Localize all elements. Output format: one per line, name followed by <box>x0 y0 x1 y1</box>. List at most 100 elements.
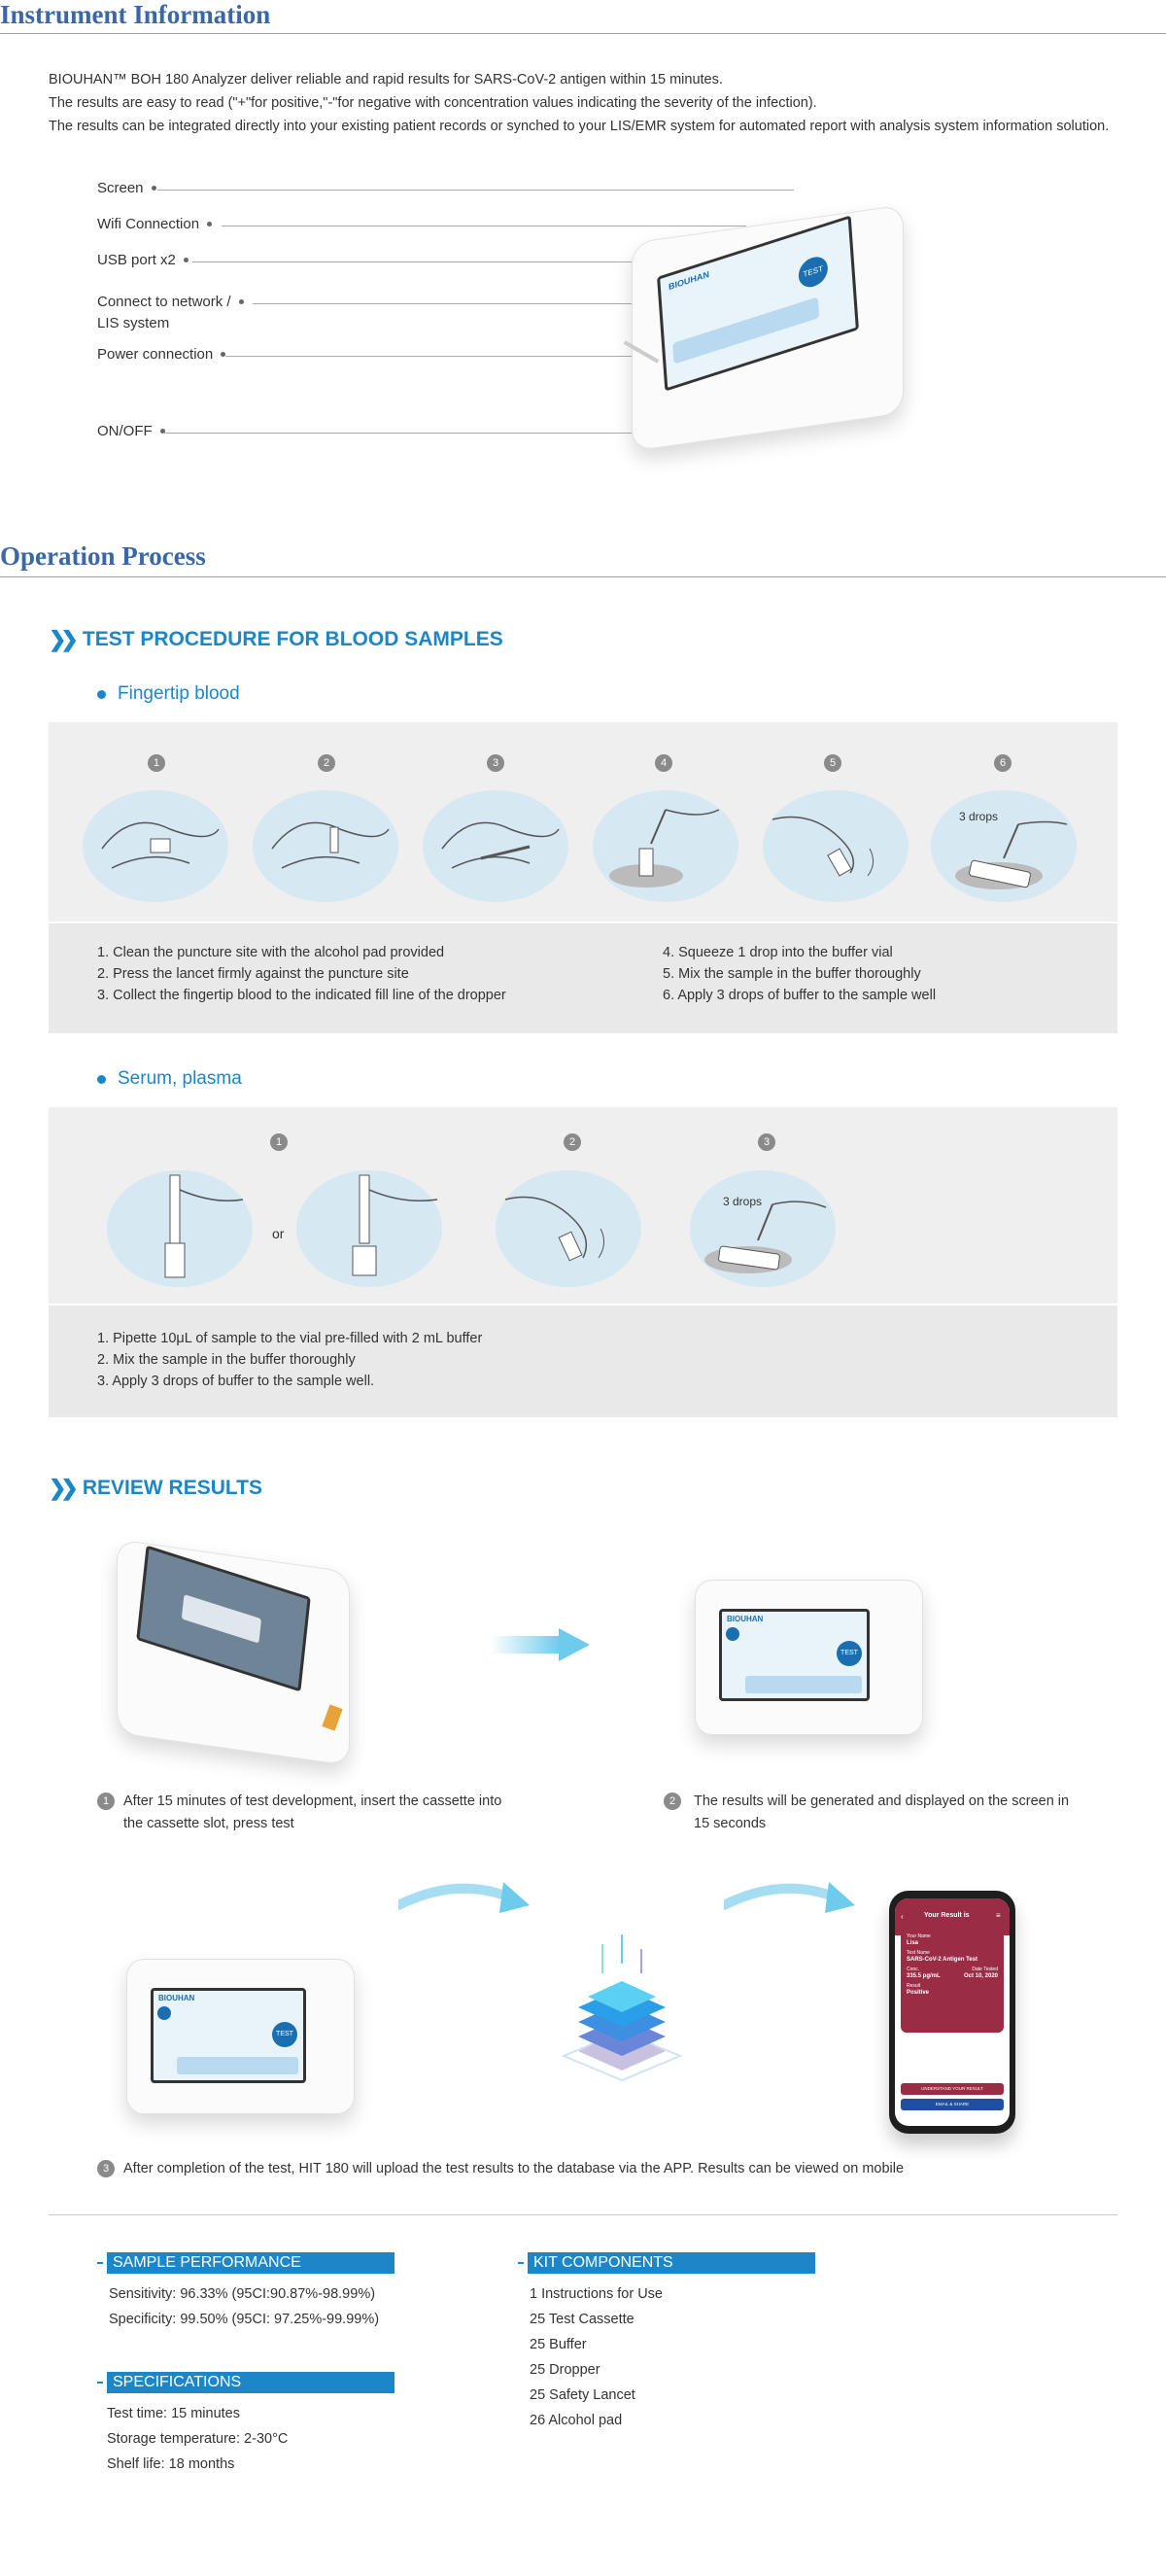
step-text: After 15 minutes of test development, in… <box>123 1793 502 1809</box>
spec-line: Specificity: 99.50% (95CI: 97.25%-99.99%… <box>109 2312 380 2327</box>
leader-line <box>253 303 656 304</box>
step-text: 6. Apply 3 drops of buffer to the sample… <box>663 988 937 1003</box>
operation-title: Operation Process <box>0 541 206 571</box>
spec-line: Sensitivity: 96.33% (95CI:90.87%-98.99%) <box>109 2286 376 2302</box>
leader-line <box>225 356 653 357</box>
step-text: The results will be generated and displa… <box>694 1793 1070 1809</box>
double-chevron-icon: ❯❯ <box>49 1476 79 1500</box>
analyzer-insert-image <box>107 1536 360 1779</box>
step-text: 3. Collect the fingertip blood to the in… <box>97 988 506 1003</box>
kit-item: 25 Test Cassette <box>530 2312 634 2327</box>
brand-logo: BIOUHAN <box>668 268 710 293</box>
step-number: 1 <box>148 754 165 772</box>
fingertip-heading: Fingertip blood <box>97 683 240 705</box>
label-onoff: ON/OFF <box>97 423 165 439</box>
title-divider <box>0 33 1166 34</box>
phone-screen: ‹ Your Result is ≡ Your Name Lisa Test N… <box>895 1898 1010 2126</box>
label-wifi: Wifi Connection <box>97 216 213 232</box>
understand-result-button[interactable]: UNDERSTAND YOUR RESULT <box>901 2083 1004 2095</box>
device-screen: BIOUHAN TEST <box>719 1609 870 1701</box>
email-share-button[interactable]: EMAIL & SHARE <box>901 2099 1004 2110</box>
serum-steps: 1. Pipette 10μL of sample to the vial pr… <box>97 1328 482 1392</box>
step-number: 4 <box>655 754 672 772</box>
mix-vial-icon <box>772 816 874 877</box>
apply-drops-icon <box>704 1201 827 1273</box>
label-screen: Screen <box>97 180 156 196</box>
screen-test-button: TEST <box>272 2022 297 2047</box>
spec-line: Test time: 15 minutes <box>107 2406 240 2421</box>
step-illustration <box>593 790 738 902</box>
screen-menu-dot <box>157 2006 171 2020</box>
step-number: 2 <box>318 754 335 772</box>
step-text: 1. Pipette 10μL of sample to the vial pr… <box>97 1331 483 1346</box>
step-number: 5 <box>824 754 841 772</box>
apply-drops-icon <box>955 820 1068 889</box>
step-illustration <box>107 1170 253 1287</box>
kit-item: 25 Safety Lancet <box>530 2387 635 2403</box>
step-text: 4. Squeeze 1 drop into the buffer vial <box>663 945 893 960</box>
intro-line: The results are easy to read ("+"for pos… <box>49 95 817 111</box>
screen-test-button: TEST <box>837 1641 862 1666</box>
hand-wipe-icon <box>101 821 220 869</box>
step-text: 1. Clean the puncture site with the alco… <box>97 945 445 960</box>
kit-item: 26 Alcohol pad <box>530 2413 623 2428</box>
step-number: 3 <box>97 2160 115 2177</box>
step-text: the cassette slot, press test <box>123 1816 294 1831</box>
step-illustration <box>83 790 228 902</box>
brand-logo: BIOUHAN <box>727 1615 764 1623</box>
serum-illustrations-panel: 1 2 3 or 3 drops <box>49 1107 1117 1304</box>
specifications-title: SPECIFICATIONS <box>107 2372 394 2393</box>
step-number: 2 <box>664 1793 681 1810</box>
steps-right: 4. Squeeze 1 drop into the buffer vial 5… <box>663 942 936 1006</box>
database-image <box>544 1934 700 2119</box>
bullet-icon <box>97 689 106 699</box>
screen-result-bar <box>177 2057 298 2074</box>
screen-test-button: TEST <box>797 253 829 292</box>
curved-arrow-icon <box>724 1882 855 1913</box>
leader-line <box>192 261 659 262</box>
screen-menu-dot <box>726 1627 739 1641</box>
double-chevron-icon: ❯❯ <box>49 627 79 651</box>
phone-image: ‹ Your Result is ≡ Your Name Lisa Test N… <box>889 1891 1015 2134</box>
pipette-vial-icon <box>352 1174 438 1276</box>
analyzer-result-image: BIOUHAN TEST <box>670 1575 952 1745</box>
spec-line: Storage temperature: 2-30°C <box>107 2431 289 2447</box>
step-illustration <box>690 1170 836 1287</box>
label-lis: LIS system <box>97 315 170 331</box>
leader-line <box>157 190 794 191</box>
serum-heading: Serum, plasma <box>97 1068 242 1090</box>
step-illustration <box>253 790 398 902</box>
screen-result-bar <box>745 1676 862 1693</box>
label-usb: USB port x2 <box>97 252 189 268</box>
intro-line: BIOUHAN™ BOH 180 Analyzer deliver reliab… <box>49 72 723 87</box>
label-network: Connect to network / <box>97 294 244 310</box>
drops-label: 3 drops <box>959 810 999 823</box>
label-power: Power connection <box>97 346 226 363</box>
curved-arrow-icon <box>398 1882 530 1913</box>
fingertip-steps-panel: 1. Clean the puncture site with the alco… <box>49 923 1117 1033</box>
step-number: 3 <box>758 1133 775 1151</box>
instrument-intro: BIOUHAN™ BOH 180 Analyzer deliver reliab… <box>49 68 1137 138</box>
review-heading: ❯❯REVIEW RESULTS <box>49 1476 262 1500</box>
steps-left: 1. Clean the puncture site with the alco… <box>97 942 506 1006</box>
fingertip-illustrations-panel: 1 2 3 4 5 6 3 drops <box>49 722 1117 922</box>
analyzer-upload-image: BIOUHAN TEST <box>97 1954 389 2124</box>
title-divider <box>0 576 1166 577</box>
mix-vial-icon <box>504 1196 604 1262</box>
intro-line: The results can be integrated directly i… <box>49 119 1110 134</box>
database-stack-icon <box>561 1934 683 2082</box>
step-illustration <box>931 790 1077 902</box>
drops-label: 3 drops <box>723 1195 763 1208</box>
result-card: Your Name Lisa Test Name SARS-CoV-2 Anti… <box>901 1928 1004 2033</box>
step-number: 6 <box>994 754 1012 772</box>
step-number: 2 <box>564 1133 581 1151</box>
spec-line: Shelf life: 18 months <box>107 2456 235 2472</box>
kit-item: 25 Buffer <box>530 2337 587 2352</box>
brand-logo: BIOUHAN <box>158 1994 195 2002</box>
phone-title: Your Result is <box>924 1912 970 1919</box>
step-number: 1 <box>270 1133 288 1151</box>
serum-steps-panel: 1. Pipette 10μL of sample to the vial pr… <box>49 1305 1117 1417</box>
step-illustration <box>496 1170 641 1287</box>
dropper-collect-icon <box>441 821 560 869</box>
step-number: 3 <box>487 754 504 772</box>
